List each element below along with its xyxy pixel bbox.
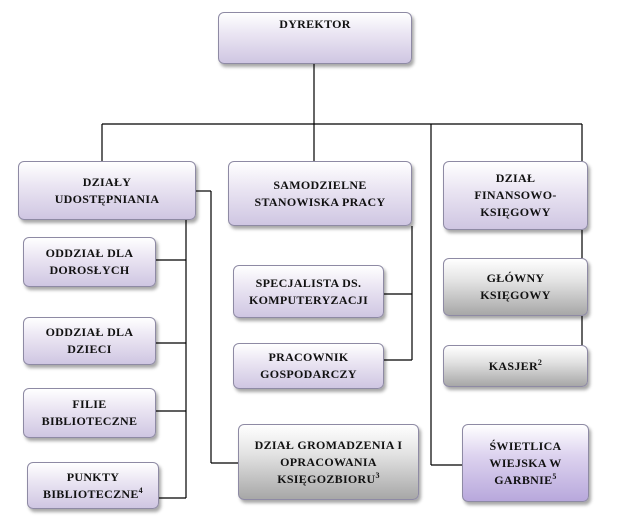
label-oddzial-dla-dzieci: ODDZIAŁ DLA DZIECI (45, 325, 134, 356)
label-punkty-biblioteczne: PUNKTY BIBLIOTECZNE4 (43, 469, 143, 503)
label-swietlica-wiejska: ŚWIETLICA WIEJSKA W GARBNIE5 (489, 438, 561, 489)
box-specjalista-komputeryzacji[interactable]: SPECJALISTA DS. KOMPUTERYZACJI (233, 265, 384, 318)
box-dzial-gromadzenia[interactable]: DZIAŁ GROMADZENIA I OPRACOWANIA KSIĘGOZB… (238, 424, 419, 500)
box-swietlica-wiejska[interactable]: ŚWIETLICA WIEJSKA W GARBNIE5 (462, 424, 589, 502)
label-filie-biblioteczne: FILIE BIBLIOTECZNE (41, 397, 138, 428)
label-glowny-ksiegowy: GŁÓWNY KSIĘGOWY (480, 271, 551, 302)
box-punkty-biblioteczne[interactable]: PUNKTY BIBLIOTECZNE4 (27, 462, 159, 509)
label-oddzial-dla-doroslych: ODDZIAŁ DLA DOROSŁYCH (45, 246, 134, 277)
box-dzialy-udostepniania[interactable]: DZIAŁY UDOSTĘPNIANIA (18, 161, 196, 220)
text-kasjer: KASJER (488, 358, 538, 373)
label-dyrektor: DYREKTOR (279, 17, 351, 31)
label-dzial-finansowo-ksiegowy: DZIAŁ FINANSOWO- KSIĘGOWY (474, 171, 557, 219)
box-glowny-ksiegowy[interactable]: GŁÓWNY KSIĘGOWY (443, 258, 588, 316)
footnote-punkty: 4 (138, 485, 143, 495)
footnote-swietlica: 5 (552, 471, 557, 481)
footnote-kasjer: 2 (537, 357, 543, 367)
box-dzial-finansowo-ksiegowy[interactable]: DZIAŁ FINANSOWO- KSIĘGOWY (443, 161, 588, 230)
text-punkty-biblioteczne: PUNKTY BIBLIOTECZNE (43, 469, 139, 501)
label-dzialy-udostepniania: DZIAŁY UDOSTĘPNIANIA (54, 174, 160, 206)
box-oddzial-dla-doroslych[interactable]: ODDZIAŁ DLA DOROSŁYCH (23, 237, 156, 287)
label-kasjer: KASJER2 (489, 358, 542, 375)
label-samodzielne-stanowiska: SAMODZIELNE STANOWISKA PRACY (254, 177, 386, 209)
box-oddzial-dla-dzieci[interactable]: ODDZIAŁ DLA DZIECI (23, 317, 156, 365)
label-specjalista-komputeryzacji: SPECJALISTA DS. KOMPUTERYZACJI (248, 275, 369, 307)
footnote-gromadzenia: 3 (375, 470, 380, 480)
text-dzial-gromadzenia: DZIAŁ GROMADZENIA I OPRACOWANIA KSIĘGOZB… (254, 437, 403, 486)
text-swietlica-wiejska: ŚWIETLICA WIEJSKA W GARBNIE (489, 438, 562, 487)
box-filie-biblioteczne[interactable]: FILIE BIBLIOTECZNE (23, 388, 156, 438)
label-pracownik-gospodarczy: PRACOWNIK GOSPODARCZY (260, 350, 357, 381)
box-pracownik-gospodarczy[interactable]: PRACOWNIK GOSPODARCZY (233, 343, 384, 389)
label-dzial-gromadzenia: DZIAŁ GROMADZENIA I OPRACOWANIA KSIĘGOZB… (255, 437, 403, 488)
box-kasjer[interactable]: KASJER2 (443, 345, 588, 387)
box-dyrektor[interactable]: DYREKTOR (218, 12, 412, 64)
box-samodzielne-stanowiska[interactable]: SAMODZIELNE STANOWISKA PRACY (228, 161, 412, 226)
